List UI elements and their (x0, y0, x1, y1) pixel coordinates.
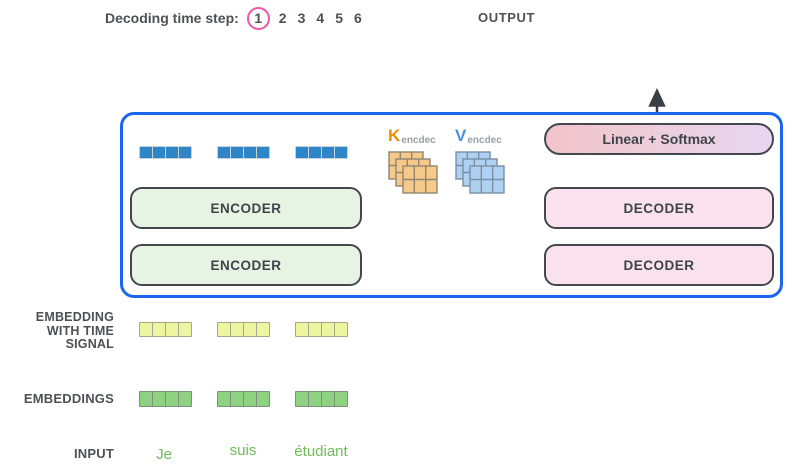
v-subscript: encdec (467, 135, 502, 146)
linear-softmax-box: Linear + Softmax (544, 123, 774, 155)
time-step-4: 4 (316, 10, 325, 26)
embedding-with-time-signal-label: EMBEDDING WITH TIME SIGNAL (35, 310, 114, 351)
encoder-output-vector (217, 146, 270, 159)
time-step-2: 2 (278, 10, 287, 26)
encoder-output-vector (295, 146, 348, 159)
time-signal-vector (295, 322, 348, 337)
time-step-6: 6 (353, 10, 362, 26)
input-token: étudiant (294, 443, 348, 460)
input-label: INPUT (74, 446, 114, 461)
input-token: Je (156, 446, 172, 463)
encoder-box-bottom: ENCODER (130, 244, 362, 286)
time-step-3: 3 (297, 10, 306, 26)
k-letter: K (388, 126, 401, 145)
embedding-vector (139, 391, 192, 407)
decoder-box-bottom: DECODER (544, 244, 774, 286)
k-matrix-stack-icon (388, 151, 438, 194)
encoder-box-top: ENCODER (130, 187, 362, 229)
input-token: suis (229, 442, 257, 459)
v-letter: V (455, 126, 467, 145)
time-signal-vector (139, 322, 192, 337)
time-step-1: 1 (254, 10, 263, 26)
embedding-vector (217, 391, 270, 407)
decoding-time-step-label: Decoding time step: (105, 10, 239, 26)
output-label: OUTPUT (478, 10, 536, 25)
time-signal-vector (217, 322, 270, 337)
embedding-vector (295, 391, 348, 407)
v-matrix-stack-icon (455, 151, 505, 194)
decoder-box-top: DECODER (544, 187, 774, 229)
decoding-time-step-row: Decoding time step: 1 2 3 4 5 6 (105, 6, 362, 30)
time-step-5: 5 (335, 10, 343, 26)
active-step-circle: 1 (246, 6, 270, 30)
embeddings-label: EMBEDDINGS (23, 391, 114, 406)
encoder-output-vector (139, 146, 192, 159)
k-subscript: encdec (401, 135, 436, 146)
